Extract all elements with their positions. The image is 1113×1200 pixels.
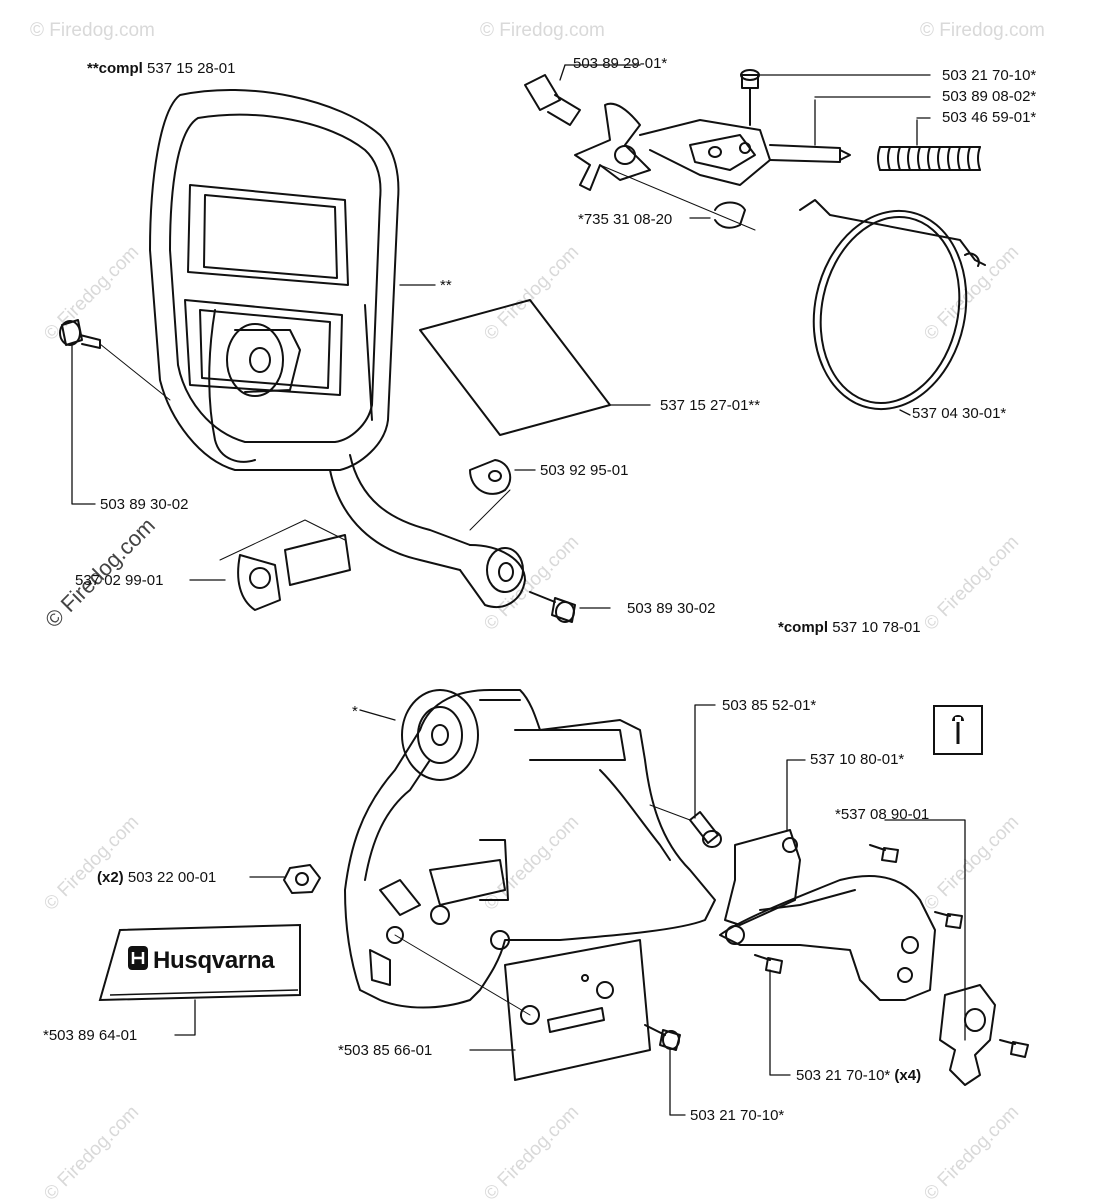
label-nut: (x2) 503 22 00-01 xyxy=(97,869,217,886)
tensioner-block xyxy=(939,984,996,1086)
label-plate: 537 10 80-01* xyxy=(810,751,905,768)
label-decal: 537 15 27-01** xyxy=(660,397,761,414)
wrench-icon xyxy=(952,715,964,744)
nut-part xyxy=(249,864,321,894)
brake-lever-assembly xyxy=(524,64,981,231)
watermark: © Firedog.com xyxy=(480,20,605,41)
watermark: © Firedog.com xyxy=(30,20,155,41)
label-spring: 503 46 59-01* xyxy=(942,109,1037,126)
brake-plate xyxy=(724,759,806,926)
label-cover-marker: * xyxy=(352,703,358,720)
label-screw-b: 503 89 30-02 xyxy=(100,496,189,513)
chain-guard-cover xyxy=(719,875,936,1001)
screw-group xyxy=(754,819,1029,1076)
label-logo-decal: *503 89 64-01 xyxy=(43,1027,138,1044)
pin-part xyxy=(649,704,722,848)
guide-plate xyxy=(394,934,651,1081)
label-brake-band: 537 04 30-01* xyxy=(912,405,1007,422)
label-bolt-a: 503 89 29-01* xyxy=(573,55,668,72)
screw-left xyxy=(59,319,171,505)
brake-band xyxy=(799,199,986,416)
label-cam: 537 02 99-01 xyxy=(75,572,164,589)
label-front-handle-compl: **compl 537 15 28-01 xyxy=(87,60,236,77)
label-washer: 503 92 95-01 xyxy=(540,462,629,479)
label-screw-d: 503 21 70-10* xyxy=(690,1107,785,1124)
label-pin: 503 85 52-01* xyxy=(722,697,817,714)
label-guide-plate: *503 85 66-01 xyxy=(338,1042,433,1059)
front-hand-guard xyxy=(149,89,526,608)
washer-part xyxy=(469,459,536,531)
label-screw-c: 503 89 30-02 xyxy=(627,600,716,617)
label-brake-compl: *compl 537 10 78-01 xyxy=(778,619,921,636)
label-screw-a: 503 21 70-10* xyxy=(942,67,1037,84)
screw-bottom xyxy=(529,591,611,623)
tool-icon-box xyxy=(933,705,983,755)
label-screw-e: 503 21 70-10* (x4) xyxy=(796,1067,922,1084)
clutch-cover xyxy=(344,689,716,1009)
screw-plate xyxy=(644,1024,686,1116)
label-shaft: 503 89 08-02* xyxy=(942,88,1037,105)
watermark: © Firedog.com xyxy=(920,20,1045,41)
decal-sheet xyxy=(419,299,651,436)
cam-part xyxy=(189,519,351,611)
label-front-handle-marker: ** xyxy=(440,277,452,294)
label-retainer: *735 31 08-20 xyxy=(578,211,673,228)
husqvarna-decal-plate xyxy=(98,923,301,1002)
husqvarna-logo: Husqvarna xyxy=(153,947,275,974)
label-tensioner: *537 08 90-01 xyxy=(835,806,930,823)
